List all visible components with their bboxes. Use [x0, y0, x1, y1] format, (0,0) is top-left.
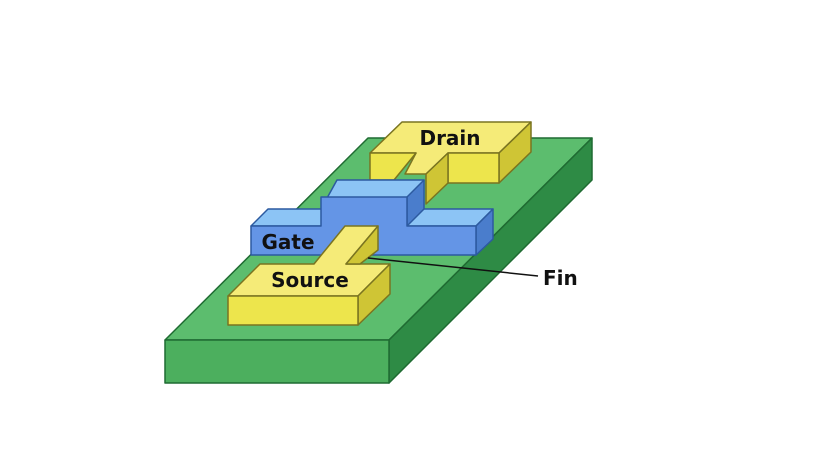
source-fin-side-face: [345, 225, 379, 265]
drain-block: Drain: [369, 121, 532, 205]
substrate-front-face: [164, 339, 390, 384]
source-block: Source: [227, 225, 391, 326]
source-front-face: [227, 295, 359, 326]
fin-label: Fin: [543, 266, 578, 290]
fin-callout: Fin: [367, 257, 578, 290]
drain-front-face-right: [447, 152, 500, 184]
drain-label: Drain: [419, 126, 480, 150]
drain-stem-side-face: [425, 152, 449, 205]
source-label: Source: [271, 268, 349, 292]
gate-label: Gate: [261, 230, 314, 254]
fin-leader-line: [367, 257, 539, 277]
